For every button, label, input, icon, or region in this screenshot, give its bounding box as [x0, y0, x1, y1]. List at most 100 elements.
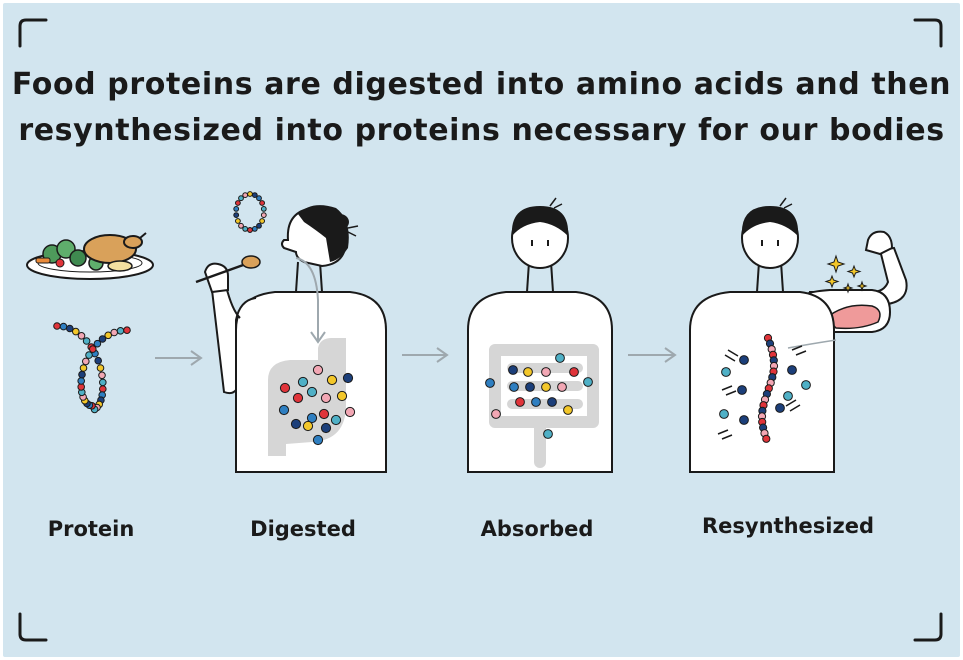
amino-acid-bead	[233, 212, 240, 219]
amino-acid-bead	[123, 326, 131, 335]
amino-acid-bead	[259, 218, 266, 224]
title-line-2: resynthesized into proteins necessary fo…	[18, 113, 945, 148]
amino-acid-bead	[116, 327, 125, 335]
amino-acid-bead	[541, 367, 551, 377]
amino-acid-bead	[312, 364, 324, 376]
amino-acid-bead	[279, 382, 291, 394]
amino-acid-bead	[739, 355, 749, 365]
amino-acid-bead	[238, 195, 244, 202]
amino-acid-bead	[801, 380, 811, 390]
amino-acid-bead	[508, 365, 518, 375]
amino-acid-bead	[96, 364, 105, 372]
eating-person-icon	[195, 205, 387, 473]
amino-acid-bead	[330, 414, 342, 426]
amino-acid-bead	[318, 408, 330, 420]
resynthesized-protein-chain	[757, 333, 779, 443]
amino-acid-bead	[336, 390, 348, 402]
amino-acid-bead	[292, 392, 304, 404]
amino-acid-bead	[320, 422, 332, 434]
stage-label-digested: Digested	[250, 517, 356, 541]
title-line-1: Food proteins are digested into amino ac…	[11, 67, 952, 102]
amino-acid-bead	[762, 434, 771, 443]
corner-top-left	[18, 18, 48, 48]
amino-acid-bead	[235, 218, 241, 224]
flexing-person-icon	[689, 197, 908, 473]
amino-acid-bead	[485, 378, 495, 388]
amino-acid-bead	[242, 226, 249, 232]
protein-chain-icon	[53, 322, 131, 414]
stage-label-resynthesized: Resynthesized	[702, 514, 874, 538]
amino-acid-bead	[256, 222, 262, 229]
absorbing-person-icon	[467, 197, 613, 473]
amino-acid-bead	[787, 365, 797, 375]
arrow-right-icon	[155, 350, 203, 366]
amino-acid-bead	[77, 377, 85, 385]
amino-acid-bead	[260, 212, 267, 219]
diagram-title: Food proteins are digested into amino ac…	[0, 62, 963, 154]
amino-acid-bead	[583, 377, 593, 387]
corner-bottom-left	[18, 612, 48, 642]
amino-acid-bead	[94, 356, 102, 365]
amino-acid-bead	[509, 382, 519, 392]
amino-acid-bead	[306, 386, 318, 398]
arrow-right-icon	[402, 347, 449, 363]
amino-acid-bead	[260, 206, 267, 212]
amino-acid-bead	[53, 322, 61, 330]
amino-acid-bead	[312, 434, 324, 446]
amino-acids-absorbed	[485, 353, 593, 439]
amino-acid-bead	[82, 337, 91, 345]
amino-acid-bead	[342, 372, 354, 384]
amino-acid-bead	[297, 376, 309, 388]
amino-acid-bead	[290, 418, 302, 430]
amino-acid-bead	[89, 345, 97, 353]
amino-acid-bead	[82, 357, 90, 366]
amino-acid-bead	[59, 322, 68, 331]
corner-top-right	[913, 18, 943, 48]
amino-acid-bead	[104, 331, 112, 340]
amino-acid-bead	[737, 385, 747, 395]
amino-acid-bead	[256, 195, 262, 202]
amino-acids-digested	[233, 191, 356, 446]
amino-acid-bead	[238, 222, 244, 229]
amino-acid-bead	[247, 191, 253, 197]
amino-acid-bead	[320, 392, 332, 404]
amino-acid-bead	[531, 397, 541, 407]
amino-acid-bead	[251, 192, 258, 199]
amino-acid-bead	[98, 335, 107, 343]
amino-acid-bead	[306, 412, 318, 424]
amino-acid-bead	[783, 391, 793, 401]
amino-acid-bead	[78, 370, 86, 379]
amino-acid-bead	[719, 409, 729, 419]
food-plate-icon	[26, 232, 154, 280]
amino-acid-bead	[525, 382, 535, 392]
amino-acid-bead	[515, 397, 525, 407]
corner-bottom-right	[913, 612, 943, 642]
amino-acid-bead	[79, 364, 88, 372]
amino-acid-bead	[242, 192, 249, 199]
amino-acid-bead	[98, 371, 106, 380]
amino-acid-bead	[491, 409, 501, 419]
amino-acid-bead	[233, 206, 240, 212]
arrow-right-icon	[628, 347, 677, 363]
amino-acid-bead	[547, 397, 557, 407]
amino-acid-bead	[541, 382, 551, 392]
stage-label-absorbed: Absorbed	[480, 517, 594, 541]
amino-acid-bead	[555, 353, 565, 363]
amino-acid-bead	[326, 374, 338, 386]
amino-acid-bead	[72, 327, 80, 336]
sparkle-icon	[824, 254, 868, 294]
amino-acid-bead	[721, 367, 731, 377]
stage-label-protein: Protein	[47, 517, 135, 541]
amino-acid-bead	[543, 429, 553, 439]
amino-acid-bead	[302, 420, 314, 432]
amino-acid-bead	[247, 227, 253, 233]
amino-acid-bead	[85, 351, 93, 359]
amino-acid-bead	[110, 328, 118, 337]
amino-acid-bead	[66, 324, 74, 333]
amino-acid-bead	[93, 339, 102, 348]
amino-acid-bead	[344, 406, 356, 418]
amino-acid-bead	[523, 367, 533, 377]
amino-acid-bead	[99, 378, 107, 387]
